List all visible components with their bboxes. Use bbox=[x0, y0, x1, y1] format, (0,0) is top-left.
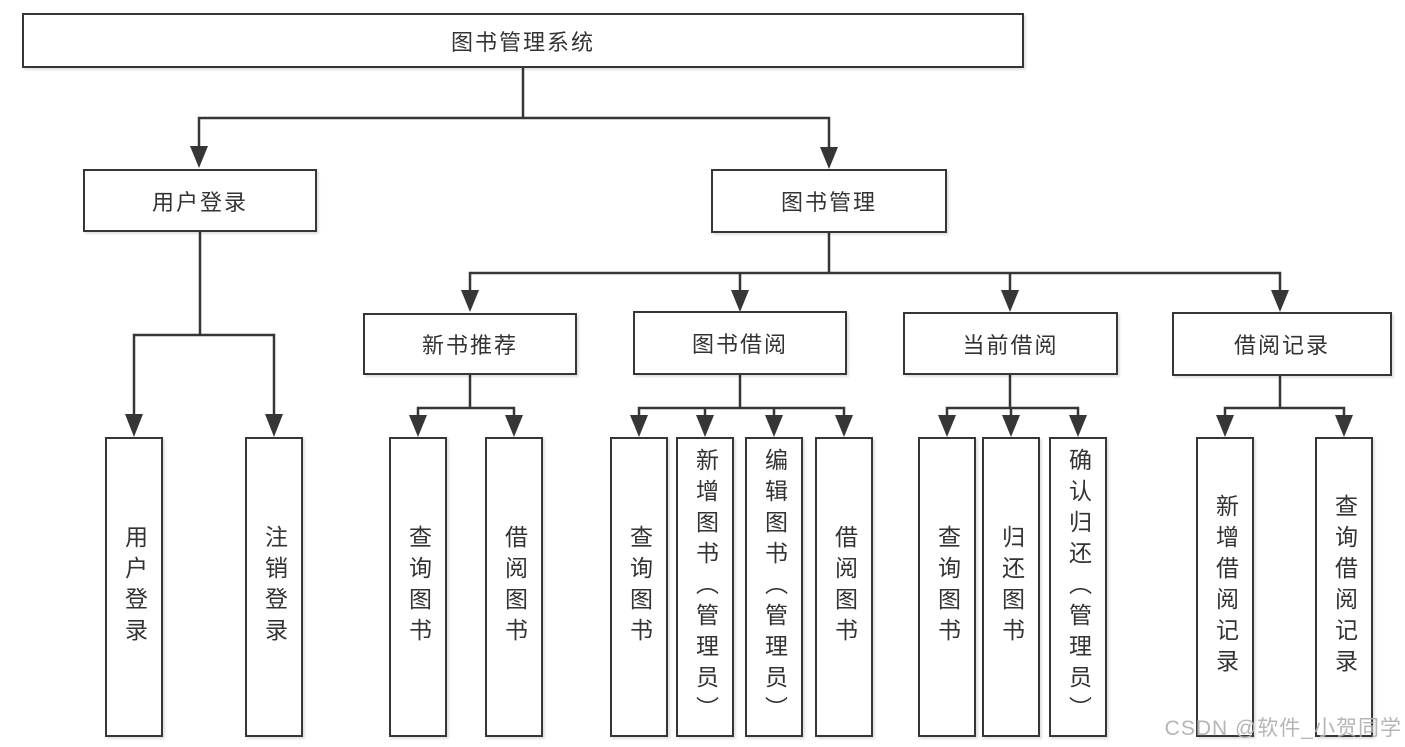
leaf-return-books-label: 归还图书 bbox=[998, 525, 1025, 649]
leaf-logout: 注销登录 bbox=[245, 437, 303, 737]
leaf-add-books-admin-label: 新增图书（管理员） bbox=[692, 447, 719, 727]
leaf-newbook-borrow-books: 借阅图书 bbox=[485, 437, 543, 737]
leaf-borrowing-query-books-label: 查询图书 bbox=[626, 525, 653, 649]
leaf-current-query-books-label: 查询图书 bbox=[934, 525, 961, 649]
leaf-query-borrow-record: 查询借阅记录 bbox=[1315, 437, 1373, 737]
leaf-logout-label: 注销登录 bbox=[261, 525, 288, 649]
node-borrowing-records-label: 借阅记录 bbox=[1233, 333, 1330, 358]
leaf-borrowing-borrow-books: 借阅图书 bbox=[815, 437, 873, 737]
arrow-heads bbox=[125, 146, 1353, 437]
leaf-return-books: 归还图书 bbox=[982, 437, 1040, 737]
leaf-add-borrow-record-label: 新增借阅记录 bbox=[1212, 494, 1239, 680]
node-new-book-recommend-label: 新书推荐 bbox=[421, 333, 518, 358]
leaf-borrowing-query-books: 查询图书 bbox=[610, 437, 668, 737]
watermark-text: CSDN @软件_小贺同学 bbox=[1164, 717, 1402, 740]
leaf-newbook-borrow-books-label: 借阅图书 bbox=[501, 525, 528, 649]
leaf-newbook-query-books: 查询图书 bbox=[389, 437, 447, 737]
leaf-confirm-return-admin-label: 确认归还（管理员） bbox=[1065, 447, 1092, 727]
leaf-user-login: 用户登录 bbox=[105, 437, 163, 737]
leaf-user-login-label: 用户登录 bbox=[121, 525, 148, 649]
node-book-management-label: 图书管理 bbox=[780, 190, 877, 215]
leaf-newbook-query-books-label: 查询图书 bbox=[405, 525, 432, 649]
leaf-add-books-admin: 新增图书（管理员） bbox=[676, 437, 734, 737]
tree-edges bbox=[132, 66, 1346, 419]
leaf-borrowing-borrow-books-label: 借阅图书 bbox=[831, 525, 858, 649]
node-current-borrowing-label: 当前借阅 bbox=[962, 332, 1059, 358]
leaf-edit-books-admin-label: 编辑图书（管理员） bbox=[761, 447, 788, 727]
node-user-login-label: 用户登录 bbox=[151, 189, 248, 215]
node-current-borrowing: 当前借阅 bbox=[903, 312, 1118, 375]
node-book-borrowing: 图书借阅 bbox=[633, 311, 847, 375]
node-book-management: 图书管理 bbox=[711, 169, 947, 233]
node-root: 图书管理系统 bbox=[22, 13, 1024, 68]
node-new-book-recommend: 新书推荐 bbox=[363, 313, 577, 375]
leaf-confirm-return-admin: 确认归还（管理员） bbox=[1049, 437, 1107, 737]
node-user-login: 用户登录 bbox=[83, 169, 317, 232]
leaf-current-query-books: 查询图书 bbox=[918, 437, 976, 737]
node-root-label: 图书管理系统 bbox=[450, 29, 595, 55]
leaf-add-borrow-record: 新增借阅记录 bbox=[1196, 437, 1254, 737]
leaf-edit-books-admin: 编辑图书（管理员） bbox=[745, 437, 803, 737]
node-borrowing-records: 借阅记录 bbox=[1172, 312, 1392, 376]
leaf-query-borrow-record-label: 查询借阅记录 bbox=[1331, 494, 1358, 680]
node-book-borrowing-label: 图书借阅 bbox=[691, 332, 788, 357]
